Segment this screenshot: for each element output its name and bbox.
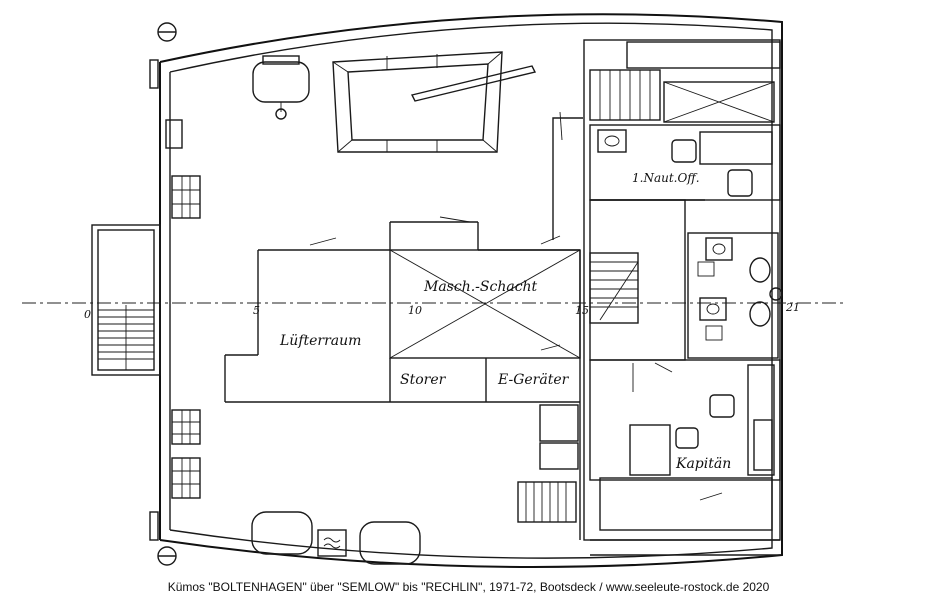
deck-plan-drawing: 0 5 10 15 21 Lüfterraum Masch.-Schacht S…	[22, 13, 845, 568]
frame-number-21: 21	[785, 301, 800, 314]
room-label-e-geraeter: E-Geräter	[497, 372, 570, 388]
liferaft-top	[165, 55, 310, 149]
frame-number-5: 5	[253, 304, 260, 317]
grate-2	[171, 409, 201, 445]
skylight-hatch	[332, 51, 503, 153]
room-label-naut-off: 1.Naut.Off.	[632, 171, 700, 185]
room-label-kapitaen: Kapitän	[675, 456, 731, 472]
fairlead-bottom	[157, 546, 177, 566]
liferaft-bottom	[251, 511, 421, 565]
grate-1	[171, 175, 201, 219]
locker-1	[539, 404, 579, 442]
davit-arm	[410, 65, 537, 102]
room-label-luefterraum: Lüfterraum	[279, 333, 361, 349]
engine-shaft	[389, 249, 581, 402]
room-label-storer: Storer	[400, 372, 447, 388]
locker-2	[539, 442, 579, 470]
stern-stair-tower	[91, 224, 161, 376]
frame-number-10: 10	[408, 304, 422, 317]
forward-cabins	[583, 39, 783, 556]
grate-3	[171, 457, 201, 499]
door-swings	[309, 111, 723, 501]
stair-lower	[517, 481, 577, 523]
room-label-masch-schacht: Masch.-Schacht	[423, 279, 538, 295]
caption: Kümos "BOLTENHAGEN" über "SEMLOW" bis "R…	[167, 580, 770, 594]
fairlead-top	[157, 22, 177, 42]
frame-number-15: 15	[575, 304, 589, 317]
frame-number-0: 0	[84, 308, 91, 321]
